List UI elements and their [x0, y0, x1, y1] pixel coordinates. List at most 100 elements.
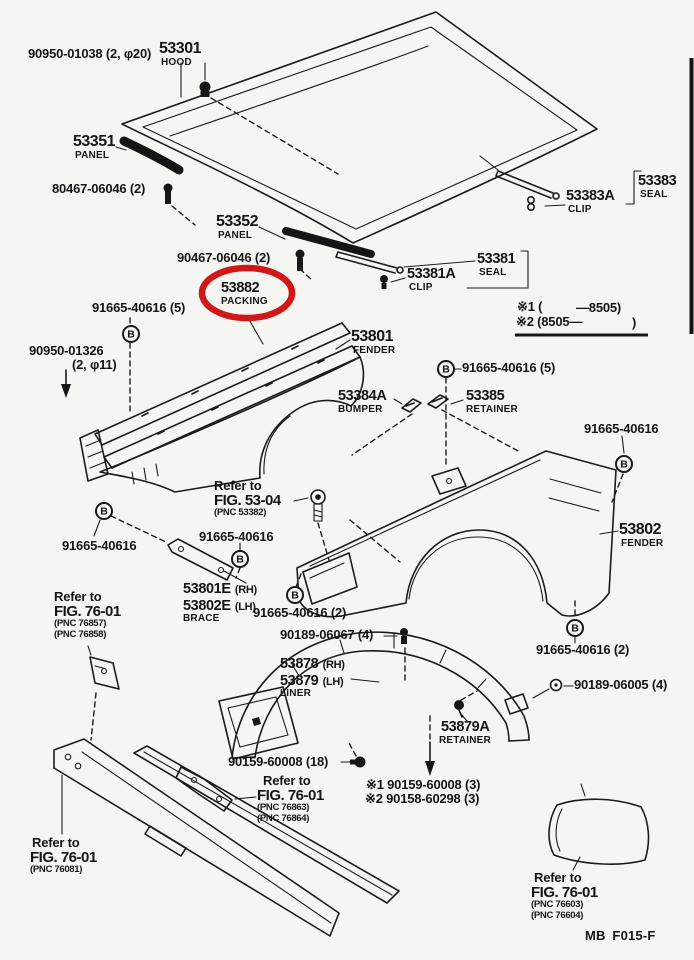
- circle-b-marker: B: [95, 502, 113, 520]
- part-code: 53381: [477, 251, 516, 267]
- dashed-leader-lines: [90, 97, 624, 757]
- refer-fig-76-01-c: Refer to FIG. 76-01 (PNC 76081): [30, 835, 97, 876]
- label-91665-40616-2-mid: 91665-40616 (2): [253, 605, 347, 620]
- part-name: SEAL: [479, 266, 507, 278]
- part-name: LINER: [280, 688, 311, 700]
- circle-b-marker: B: [615, 455, 633, 473]
- part-name: FENDER: [621, 537, 664, 549]
- part-name: RETAINER: [466, 403, 518, 415]
- part-code: 53301: [159, 40, 202, 57]
- fender-liner-art: [218, 631, 530, 760]
- label-91665-40616-left: 91665-40616: [62, 538, 137, 553]
- label-91665-40616-mid: 91665-40616: [199, 529, 274, 544]
- fender-apron-flange-art: [103, 345, 361, 469]
- bolt-icon-fig5304: [310, 489, 326, 522]
- label-53384a-bumper: 53384A BUMPER: [338, 388, 387, 415]
- part-code: 53352: [216, 213, 259, 230]
- leader-lines: [61, 62, 642, 871]
- label-53802-fender: 53802 FENDER: [619, 521, 664, 549]
- label-53879a-retainer: 53879A RETAINER: [439, 719, 491, 746]
- circle-b-marker: B: [437, 360, 455, 378]
- part-name: BUMPER: [338, 403, 383, 415]
- note-3: ※1 90159-60008 (3): [366, 777, 481, 792]
- part-qty: (2, φ11): [72, 356, 117, 372]
- svg-text:B: B: [291, 590, 299, 602]
- bracket-76857-art: [89, 656, 120, 690]
- clip-pin-icon-53381a: [380, 275, 388, 289]
- part-name: PANEL: [75, 149, 110, 161]
- part-code: 53384A: [338, 388, 387, 404]
- seal-rod-53381-art: [335, 251, 404, 274]
- label-53383-seal: 53383 SEAL: [638, 173, 677, 200]
- hood-panel-art: [121, 11, 598, 244]
- red-highlight-ellipse: [198, 264, 296, 322]
- label-53381a-clip: 53381A CLIP: [407, 266, 456, 293]
- bracket-76863-art: [175, 766, 233, 812]
- clip-icons-53384a-53385: [401, 394, 449, 413]
- label-53352-panel: 53352 PANEL: [216, 213, 259, 241]
- part-code: 53802E: [183, 597, 231, 614]
- label-53801-fender: 53801 FENDER: [351, 328, 396, 356]
- label-53801e-brace: 53801E (RH) 53802E (LH) BRACE: [183, 581, 257, 625]
- bolt-icon-90159: [350, 756, 366, 768]
- note-1-range: —8505): [576, 300, 622, 315]
- part-name: FENDER: [353, 344, 396, 356]
- down-arrow-icon-notes: [425, 741, 435, 776]
- circle-b-marker: B: [286, 586, 304, 604]
- label-90159-60008: 90159-60008 (18): [228, 754, 329, 769]
- part-code: 53801E: [183, 581, 231, 597]
- label-90950-01326: 90950-01326 (2, φ11): [29, 344, 117, 371]
- part-code: 53879A: [441, 719, 490, 735]
- refer-fig-76-01-a: Refer to FIG. 76-01 (PNC 76857) (PNC 768…: [54, 589, 121, 640]
- part-code: 53882: [221, 280, 260, 296]
- part-name: CLIP: [568, 203, 592, 215]
- retainer-pin-icon-53879a: [454, 700, 464, 718]
- label-90950-01038: 90950-01038 (2, φ20): [28, 46, 152, 61]
- refer-fig-76-01-d: Refer to FIG. 76-01 (PNC 76603) (PNC 766…: [531, 870, 598, 921]
- label-53882-packing: 53882 PACKING: [221, 280, 268, 307]
- label-53301-hood: 53301 HOOD: [159, 40, 202, 68]
- circle-b-markers: B B B B B B B: [95, 325, 633, 637]
- label-80467-06046: 80467-06046 (2): [52, 181, 146, 196]
- packing-strip-53882-art: [94, 322, 351, 446]
- part-code: 53385: [466, 388, 505, 404]
- part-code: 53802: [619, 521, 662, 538]
- label-53381-seal: 53381 SEAL: [477, 251, 516, 278]
- part-code: 53801: [351, 328, 394, 345]
- mount-bracket-art: [431, 467, 467, 495]
- svg-text:B: B: [236, 554, 244, 566]
- part-name: RETAINER: [439, 734, 491, 746]
- circle-b-marker: B: [231, 550, 249, 568]
- refer-fig-53-04: Refer to FIG. 53-04 (PNC 53382): [214, 478, 281, 519]
- part-code: 53879: [280, 672, 319, 689]
- hood-seal-strip-53352: [282, 227, 375, 258]
- note-2-prefix: ※2 (8505—: [516, 314, 583, 329]
- svg-text:B: B: [127, 329, 135, 341]
- label-53383a-clip: 53383A CLIP: [566, 188, 615, 215]
- svg-text:B: B: [571, 623, 579, 635]
- part-code: 53383A: [566, 188, 615, 204]
- part-side: (LH): [234, 600, 256, 613]
- note-1-prefix: ※1 (: [517, 299, 543, 314]
- part-code: 53351: [73, 133, 116, 150]
- brace-53801e-art: [167, 538, 234, 581]
- part-code: 53878: [280, 656, 319, 672]
- label-90467-06046: 90467-06046 (2): [177, 250, 271, 265]
- grommet-icon-90189-06005: [549, 678, 563, 692]
- clip-icon-53383a: [526, 196, 535, 212]
- part-name: HOOD: [161, 56, 192, 68]
- part-code: 53383: [638, 173, 677, 189]
- part-side: (RH): [234, 584, 257, 596]
- note-2-suffix: ): [632, 315, 637, 330]
- part-name: CLIP: [409, 281, 433, 293]
- pushpin-icon-90950-01038: [199, 81, 211, 97]
- part-name: PANEL: [218, 229, 253, 241]
- label-53351-panel: 53351 PANEL: [73, 133, 116, 161]
- label-91665-40616-5-left: 91665-40616 (5): [92, 300, 186, 315]
- screw-icon-80467: [163, 183, 173, 204]
- part-side: (RH): [322, 659, 345, 671]
- figure-code: MB F015-F: [585, 928, 656, 943]
- note-4: ※2 90158-60298 (3): [365, 791, 480, 806]
